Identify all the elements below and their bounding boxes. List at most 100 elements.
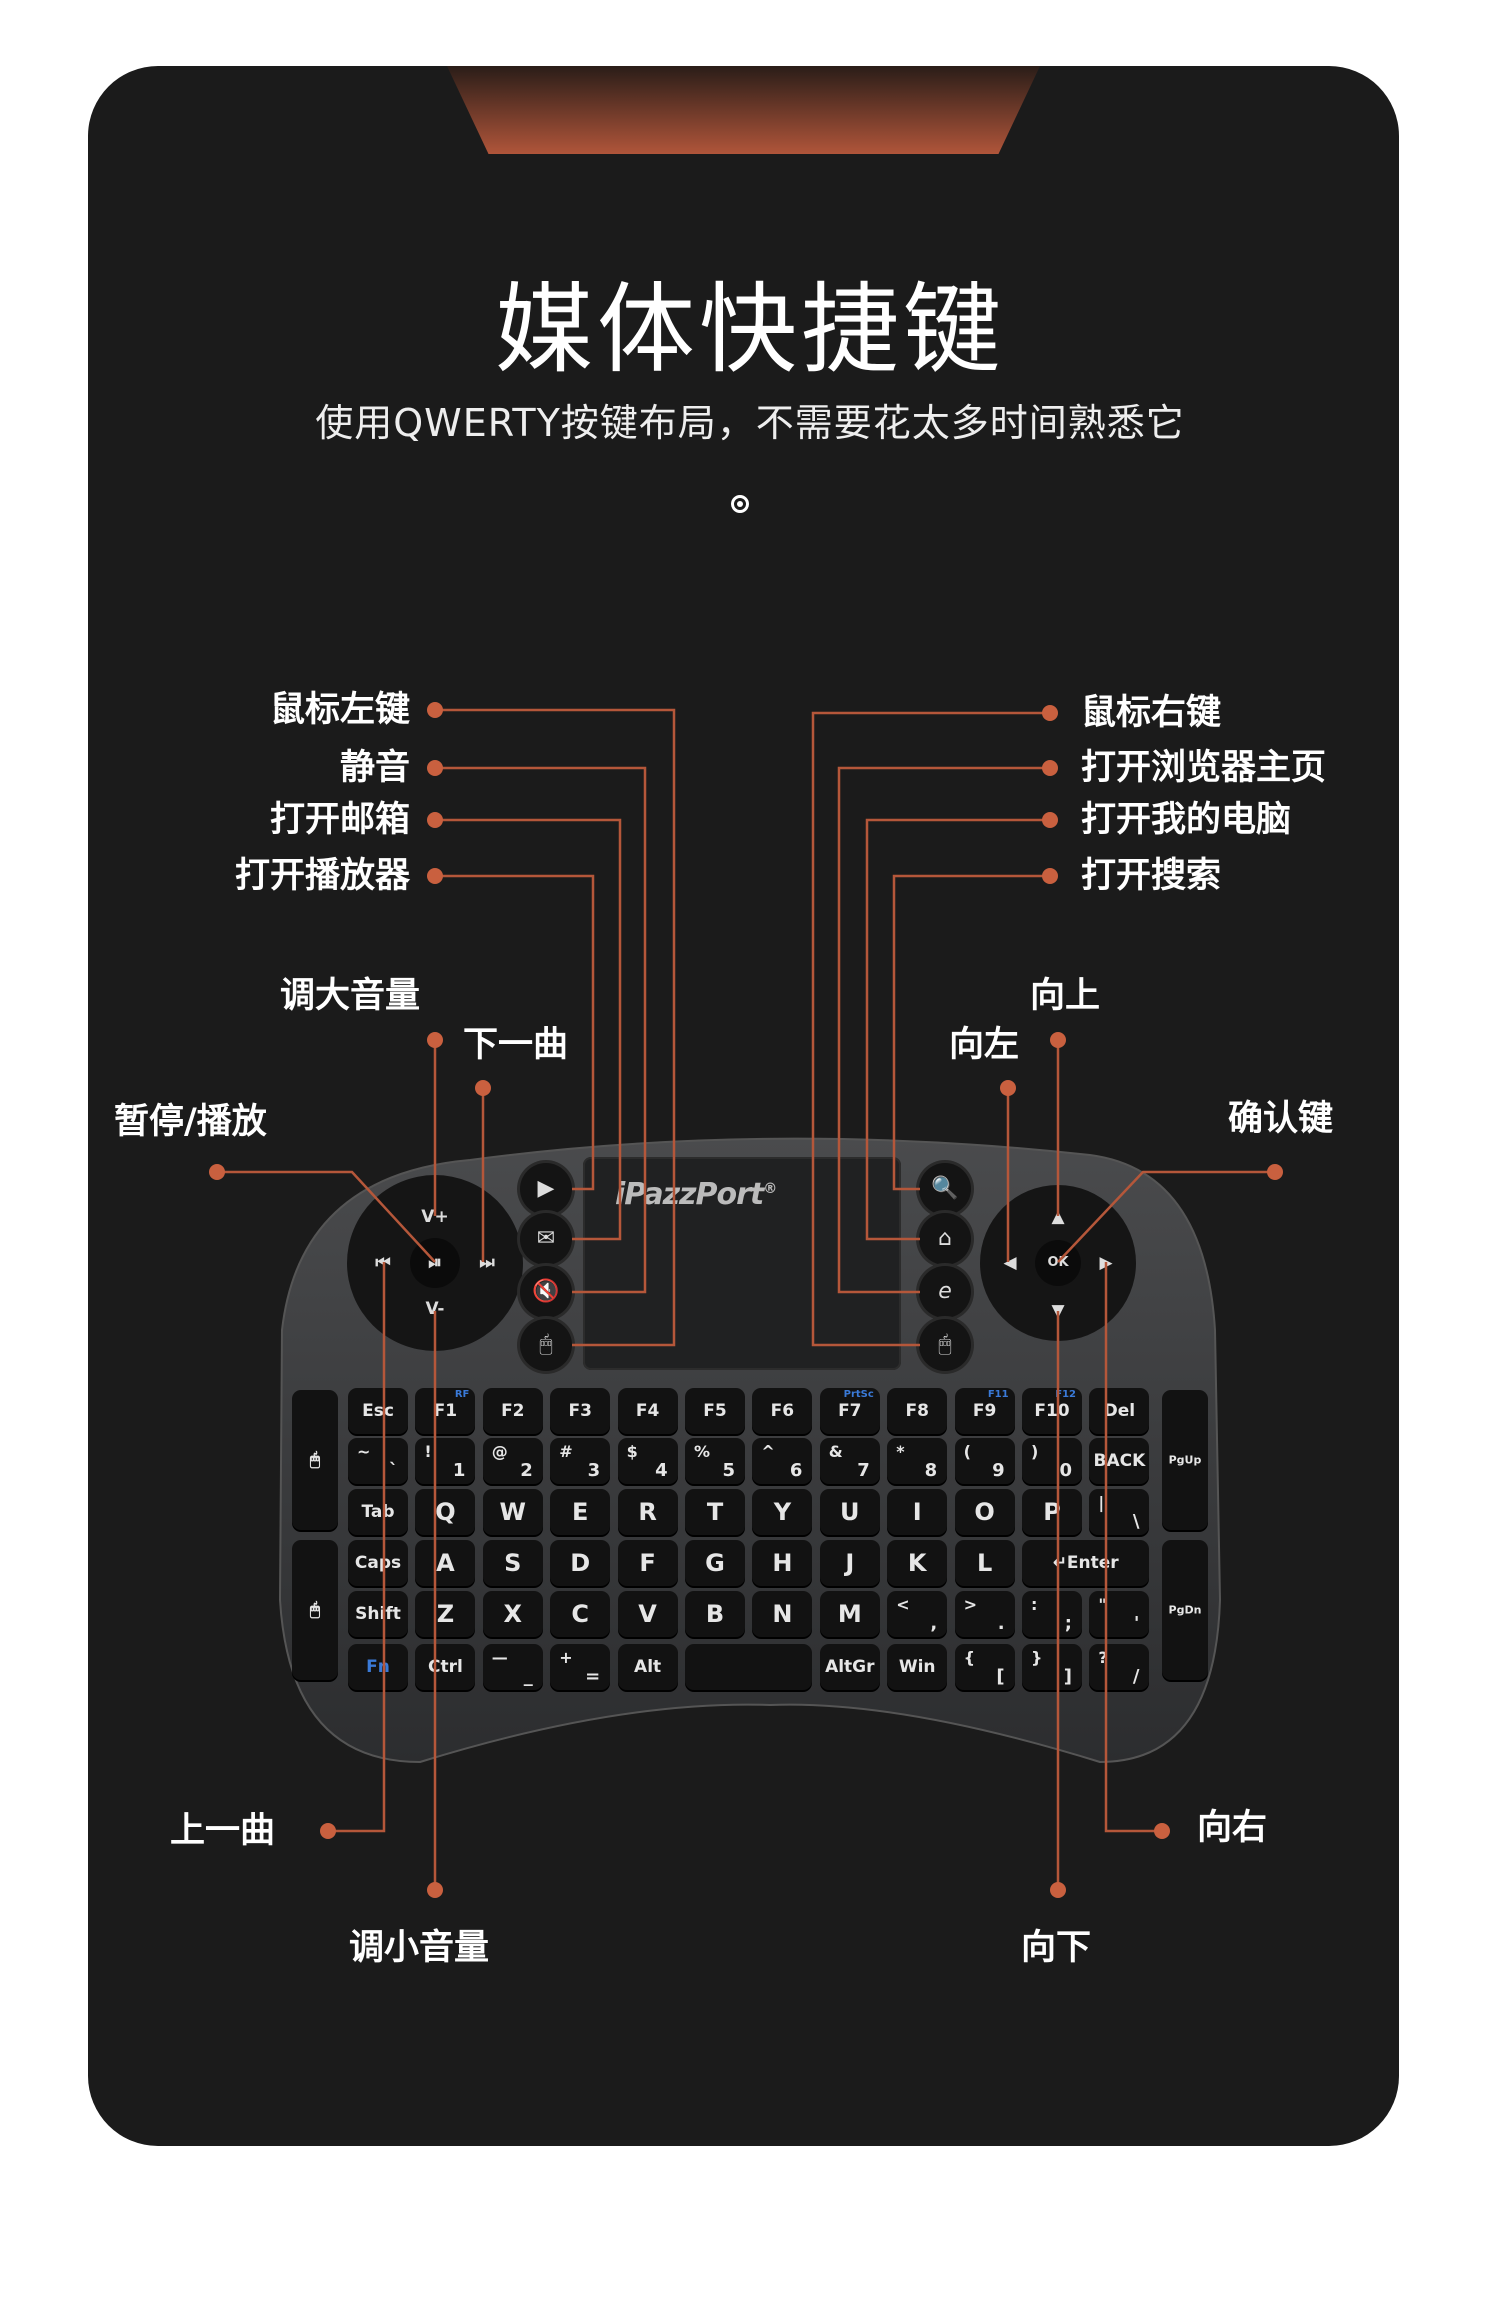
key[interactable]: }] bbox=[1022, 1644, 1082, 1690]
key[interactable]: F6 bbox=[752, 1388, 813, 1434]
key[interactable]: B bbox=[685, 1591, 745, 1637]
key-label: Esc bbox=[362, 1401, 394, 1421]
mail-button[interactable]: ✉ bbox=[520, 1213, 572, 1265]
side-left-click-key[interactable]: 🖱 bbox=[292, 1390, 338, 1530]
key-label: B bbox=[705, 1600, 725, 1628]
key[interactable]: :; bbox=[1022, 1591, 1082, 1637]
key[interactable]: >. bbox=[954, 1591, 1015, 1637]
key[interactable]: F bbox=[617, 1540, 678, 1586]
key[interactable]: F4 bbox=[617, 1388, 678, 1434]
key[interactable]: (9 bbox=[954, 1438, 1015, 1484]
volume-down-key[interactable]: V- bbox=[425, 1299, 445, 1319]
left-arrow-key[interactable]: ◀ bbox=[1003, 1253, 1017, 1273]
key[interactable]: Caps bbox=[348, 1540, 408, 1586]
key[interactable]: "' bbox=[1089, 1591, 1150, 1637]
key[interactable]: ~` bbox=[348, 1438, 408, 1484]
key[interactable]: AltGr bbox=[819, 1644, 880, 1690]
key[interactable]: X bbox=[482, 1591, 543, 1637]
key[interactable]: J bbox=[819, 1540, 880, 1586]
key[interactable]: L bbox=[954, 1540, 1015, 1586]
key[interactable]: Win bbox=[887, 1644, 948, 1690]
key[interactable]: Z bbox=[415, 1591, 476, 1637]
key[interactable]: —_ bbox=[482, 1644, 543, 1690]
key[interactable]: T bbox=[685, 1489, 745, 1535]
key[interactable]: !1 bbox=[415, 1438, 476, 1484]
key[interactable] bbox=[685, 1644, 813, 1690]
key[interactable]: W bbox=[482, 1489, 543, 1535]
left-click-button[interactable]: 🖱 bbox=[520, 1319, 572, 1371]
key[interactable]: D bbox=[550, 1540, 611, 1586]
home-button[interactable]: ⌂ bbox=[919, 1213, 971, 1265]
key[interactable]: M bbox=[819, 1591, 880, 1637]
key[interactable]: )0 bbox=[1022, 1438, 1082, 1484]
key[interactable]: Ctrl bbox=[415, 1644, 476, 1690]
key[interactable]: V bbox=[617, 1591, 678, 1637]
key[interactable]: I bbox=[887, 1489, 948, 1535]
key[interactable]: %5 bbox=[685, 1438, 745, 1484]
key[interactable]: E bbox=[550, 1489, 611, 1535]
key[interactable]: Tab bbox=[348, 1489, 408, 1535]
key[interactable]: U bbox=[819, 1489, 880, 1535]
ok-key[interactable]: OK bbox=[1035, 1240, 1081, 1286]
key[interactable]: |\ bbox=[1089, 1489, 1150, 1535]
key[interactable]: Shift bbox=[348, 1591, 408, 1637]
key[interactable]: Y bbox=[752, 1489, 813, 1535]
key[interactable]: F5 bbox=[685, 1388, 745, 1434]
key-label: F1 bbox=[433, 1401, 458, 1421]
key-label: 6 bbox=[789, 1460, 803, 1481]
key[interactable]: C bbox=[550, 1591, 611, 1637]
key[interactable]: ?/ bbox=[1089, 1644, 1150, 1690]
key[interactable]: O bbox=[954, 1489, 1015, 1535]
key-label: \ bbox=[1132, 1511, 1140, 1532]
key[interactable]: G bbox=[685, 1540, 745, 1586]
key-label: V bbox=[638, 1600, 657, 1628]
side-right-click-key[interactable]: 🖱 bbox=[292, 1540, 338, 1680]
key-label: F7 bbox=[838, 1401, 862, 1421]
key[interactable]: $4 bbox=[617, 1438, 678, 1484]
key[interactable]: Esc bbox=[348, 1388, 408, 1434]
key-label: F3 bbox=[568, 1401, 592, 1421]
key[interactable]: F3 bbox=[550, 1388, 611, 1434]
key[interactable]: S bbox=[482, 1540, 543, 1586]
play-button[interactable]: ▶ bbox=[520, 1163, 572, 1215]
pgup-key[interactable]: PgUp bbox=[1162, 1390, 1208, 1530]
pgdn-key[interactable]: PgDn bbox=[1162, 1540, 1208, 1680]
key-label: 2 bbox=[520, 1460, 533, 1481]
key[interactable]: += bbox=[550, 1644, 611, 1690]
key[interactable]: *8 bbox=[887, 1438, 948, 1484]
key[interactable]: #3 bbox=[550, 1438, 611, 1484]
key[interactable]: @2 bbox=[482, 1438, 543, 1484]
search-button[interactable]: 🔍 bbox=[919, 1163, 971, 1215]
key-label: 4 bbox=[655, 1460, 668, 1481]
touchpad[interactable]: iPazzPort® bbox=[583, 1157, 901, 1370]
browser-button[interactable]: e bbox=[919, 1266, 971, 1318]
key-label: L bbox=[976, 1549, 993, 1577]
key[interactable]: R bbox=[617, 1489, 678, 1535]
right-click-button[interactable]: 🖱 bbox=[919, 1319, 971, 1371]
key[interactable]: <, bbox=[887, 1591, 948, 1637]
carousel-indicator[interactable] bbox=[731, 495, 749, 513]
key[interactable]: H bbox=[752, 1540, 813, 1586]
key[interactable]: P bbox=[1022, 1489, 1082, 1535]
key[interactable]: &7 bbox=[819, 1438, 880, 1484]
key[interactable]: N bbox=[752, 1591, 813, 1637]
key[interactable]: Q bbox=[415, 1489, 476, 1535]
key[interactable]: K bbox=[887, 1540, 948, 1586]
mute-button[interactable]: 🔇 bbox=[520, 1266, 572, 1318]
key[interactable]: Alt bbox=[617, 1644, 678, 1690]
up-arrow-key[interactable]: ▲ bbox=[1051, 1207, 1065, 1227]
key[interactable]: A bbox=[415, 1540, 476, 1586]
key-label: Z bbox=[436, 1600, 455, 1628]
volume-up-key[interactable]: V+ bbox=[421, 1207, 449, 1227]
key[interactable]: F2 bbox=[482, 1388, 543, 1434]
key[interactable]: F8 bbox=[887, 1388, 948, 1434]
key-label: ` bbox=[389, 1460, 398, 1481]
key[interactable]: Del bbox=[1089, 1388, 1150, 1434]
key[interactable]: ↵Enter bbox=[1022, 1540, 1150, 1586]
key[interactable]: ^6 bbox=[752, 1438, 813, 1484]
key[interactable]: {[ bbox=[954, 1644, 1015, 1690]
